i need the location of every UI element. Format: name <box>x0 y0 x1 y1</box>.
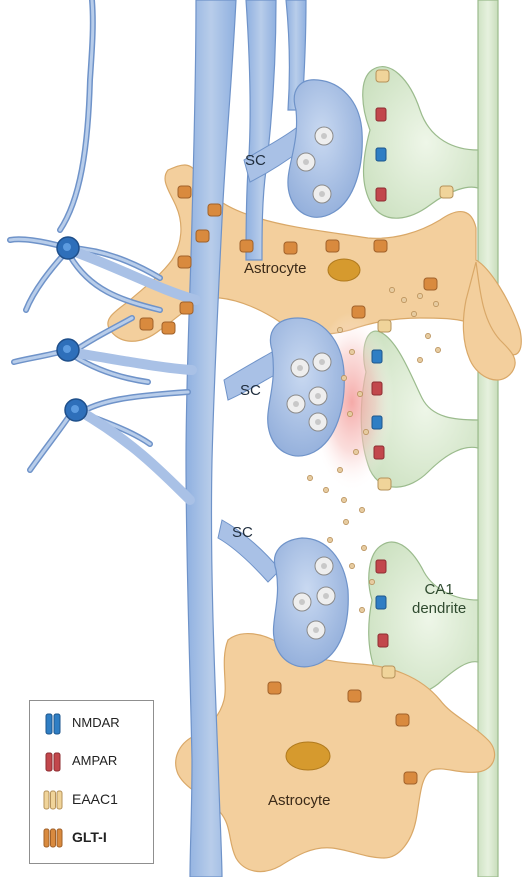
schaffer-axon-bundle-middle <box>246 0 276 260</box>
ampar-receptor <box>372 382 382 395</box>
nmdar-receptor <box>376 148 386 161</box>
ca3-neuron-dendrites-inner <box>10 0 188 470</box>
ca3-neuron-nucleus-1 <box>63 243 71 251</box>
ca1-dendrite-label: CA1 dendrite <box>412 580 466 618</box>
sc-label-top: SC <box>245 152 266 169</box>
astrocyte-label-top: Astrocyte <box>244 260 307 277</box>
ampar-receptor-icon <box>40 750 66 774</box>
legend-item-nmdar: NMDAR <box>30 709 153 739</box>
nmdar-receptor <box>372 416 382 429</box>
legend: NMDAR AMPAR EAAC1 GLT-I <box>29 700 154 864</box>
astrocyte-top-nucleus <box>328 259 360 281</box>
ca3-neuron-nucleus-2 <box>63 345 71 353</box>
legend-item-glt1: GLT-I <box>30 823 153 853</box>
ampar-receptor <box>376 560 386 573</box>
glt1-transporter-icon <box>40 826 66 850</box>
legend-label-ampar: AMPAR <box>72 753 117 768</box>
legend-item-ampar: AMPAR <box>30 747 153 777</box>
legend-label-nmdar: NMDAR <box>72 715 120 730</box>
eaac1-transporter-icon <box>40 788 66 812</box>
sc-label-bottom: SC <box>232 524 253 541</box>
astrocyte-bottom-nucleus <box>286 742 330 770</box>
ampar-receptor <box>376 188 386 201</box>
sc-label-middle: SC <box>240 382 261 399</box>
ca3-neuron-dendrites <box>10 0 188 470</box>
nmdar-receptor-icon <box>40 712 66 736</box>
ca3-neuron-nucleus-3 <box>71 405 79 413</box>
legend-item-eaac1: EAAC1 <box>30 785 153 815</box>
legend-label-glt1: GLT-I <box>72 829 107 845</box>
ampar-receptor <box>374 446 384 459</box>
legend-label-eaac1: EAAC1 <box>72 791 118 807</box>
ca1-label-line1: CA1 <box>412 580 466 599</box>
nmdar-receptor <box>372 350 382 363</box>
astrocyte-label-bottom: Astrocyte <box>268 792 331 809</box>
ampar-receptor <box>378 634 388 647</box>
ca1-label-line2: dendrite <box>412 599 466 618</box>
ampar-receptor <box>376 108 386 121</box>
nmdar-receptor <box>376 596 386 609</box>
